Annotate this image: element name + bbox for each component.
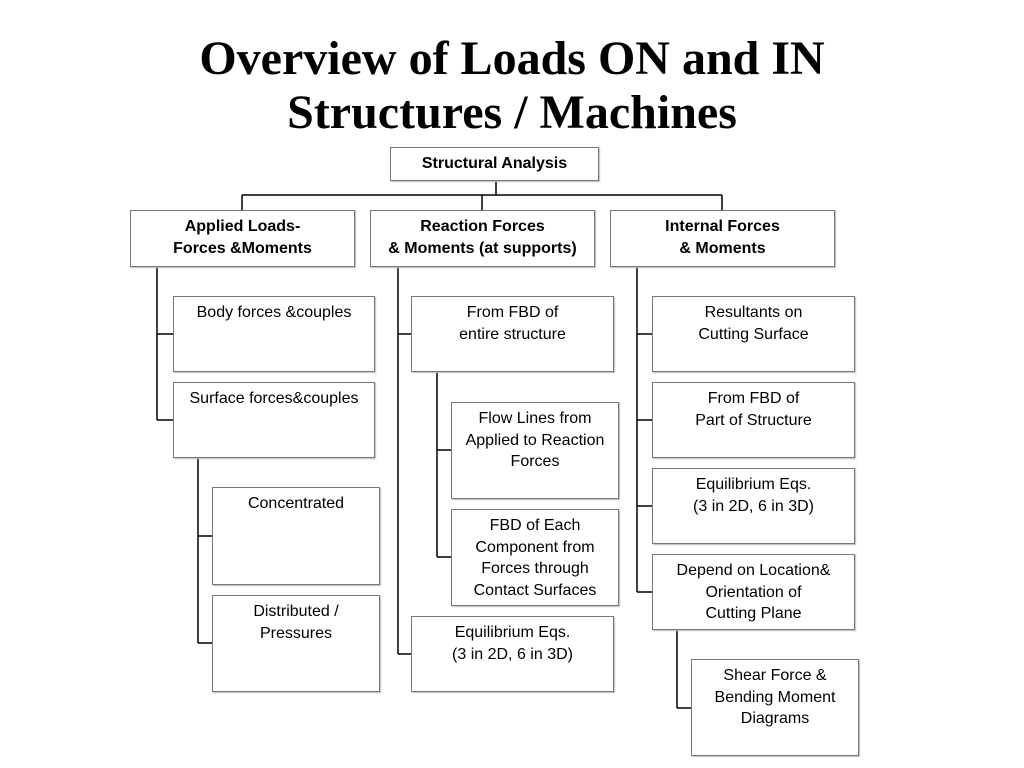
- node-flow-lines-line-2: Applied to Reaction: [465, 431, 605, 449]
- node-fbd-each-line-3: Forces through: [481, 560, 589, 577]
- node-shear-force-bending-moment: Shear Force & Bending Moment Diagrams: [691, 659, 859, 756]
- node-flow-lines-line-3: Forces: [510, 453, 560, 470]
- node-distributed-pressures: Distributed / Pressures: [212, 595, 380, 692]
- node-flow-lines-line-1: Flow Lines from: [478, 410, 592, 427]
- root-node-label: Structural Analysis: [421, 155, 568, 172]
- node-fbd-each-line-1: FBD of Each: [489, 517, 581, 534]
- heading-reaction-forces-line-2: & Moments (at supports): [388, 239, 577, 257]
- node-surface-forces-line-1: Surface forces&couples: [189, 390, 359, 407]
- heading-applied-loads-line-1: Applied Loads-: [184, 218, 301, 235]
- node-fbd-entire-line-2: entire structure: [459, 325, 566, 343]
- node-body-forces: Body forces &couples: [173, 296, 375, 372]
- node-fbd-entire-structure: From FBD of entire structure: [411, 296, 614, 372]
- node-fbd-part-of-structure: From FBD of Part of Structure: [652, 382, 855, 458]
- heading-applied-loads-line-2: Forces &Moments: [173, 239, 312, 257]
- node-fbd-part-line-2: Part of Structure: [695, 411, 812, 429]
- node-fbd-each-line-4: Contact Surfaces: [473, 581, 597, 599]
- node-equilibrium-reactions: Equilibrium Eqs. (3 in 2D, 6 in 3D): [411, 616, 614, 692]
- node-fbd-part-line-1: From FBD of: [707, 390, 800, 407]
- node-depend-line-2: Orientation of: [705, 583, 802, 601]
- slide-title-line-2: Structures / Machines: [287, 86, 737, 139]
- node-concentrated: Concentrated: [212, 487, 380, 585]
- heading-internal-forces-line-2: & Moments: [679, 239, 766, 257]
- slide-title: Overview of Loads ON and IN Structures /…: [0, 32, 1024, 140]
- node-fbd-entire-line-1: From FBD of: [466, 304, 559, 321]
- node-shear-line-1: Shear Force &: [723, 667, 827, 684]
- node-resultants-line-1: Resultants on: [704, 304, 803, 321]
- node-depend-line-3: Cutting Plane: [705, 605, 802, 622]
- node-surface-forces: Surface forces&couples: [173, 382, 375, 458]
- node-resultants-line-2: Cutting Surface: [698, 325, 809, 343]
- node-fbd-each-component: FBD of Each Component from Forces throug…: [451, 509, 619, 606]
- node-equilibrium-reactions-line-2: (3 in 2D, 6 in 3D): [452, 645, 573, 663]
- node-flow-lines: Flow Lines from Applied to Reaction Forc…: [451, 402, 619, 499]
- node-depend-on-location: Depend on Location& Orientation of Cutti…: [652, 554, 855, 630]
- node-equilibrium-internal-line-2: (3 in 2D, 6 in 3D): [693, 497, 814, 515]
- node-distributed-line-2: Pressures: [259, 624, 333, 642]
- node-shear-line-3: Diagrams: [740, 710, 810, 727]
- heading-internal-forces-line-1: Internal Forces: [665, 218, 780, 235]
- node-equilibrium-internal-line-1: Equilibrium Eqs.: [695, 476, 812, 493]
- node-equilibrium-reactions-line-1: Equilibrium Eqs.: [454, 624, 571, 641]
- root-node-structural-analysis: Structural Analysis: [390, 147, 599, 181]
- node-concentrated-line-1: Concentrated: [247, 495, 345, 512]
- node-equilibrium-internal: Equilibrium Eqs. (3 in 2D, 6 in 3D): [652, 468, 855, 544]
- node-body-forces-line-1: Body forces &couples: [196, 304, 352, 321]
- node-distributed-line-1: Distributed /: [253, 603, 339, 620]
- node-resultants-cutting-surface: Resultants on Cutting Surface: [652, 296, 855, 372]
- node-fbd-each-line-2: Component from: [475, 538, 595, 556]
- node-shear-line-2: Bending Moment: [714, 688, 836, 706]
- node-depend-line-1: Depend on Location&: [676, 562, 831, 579]
- heading-reaction-forces-line-1: Reaction Forces: [420, 218, 545, 235]
- slide-title-line-1: Overview of Loads ON and IN: [199, 32, 825, 85]
- heading-applied-loads: Applied Loads- Forces &Moments: [130, 210, 355, 267]
- heading-reaction-forces: Reaction Forces & Moments (at supports): [370, 210, 595, 267]
- heading-internal-forces: Internal Forces & Moments: [610, 210, 835, 267]
